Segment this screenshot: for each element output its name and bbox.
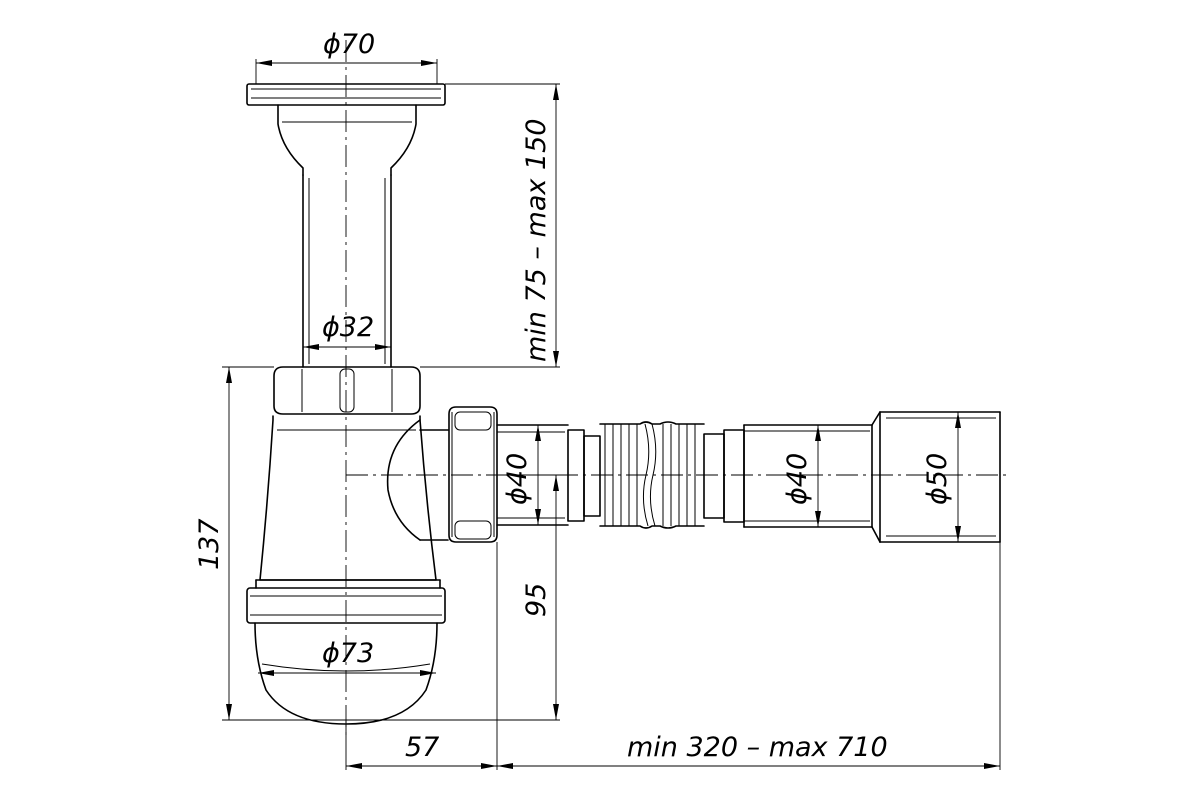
label-hose-length: min 320 – max 710 [627, 732, 888, 763]
dim-riser [303, 344, 391, 350]
dim-bowl-dia [258, 670, 436, 676]
dim-top-flange [256, 60, 437, 66]
dim-total-height [226, 367, 232, 720]
label-end-dia: ϕ50 [922, 453, 953, 505]
dim-outlet-dia [535, 425, 541, 525]
union-nut [273, 366, 421, 415]
bottle-body [255, 415, 449, 589]
end-socket [871, 411, 1001, 543]
dim-end-dia [955, 412, 961, 542]
outlet-pipe [496, 424, 601, 526]
dim-outlet-height [553, 475, 559, 720]
label-top-flange-dia: ϕ70 [323, 29, 375, 60]
extension-lines [222, 59, 1001, 770]
label-bowl-offset: 57 [405, 732, 439, 763]
label-riser-dia: ϕ32 [322, 312, 374, 343]
label-total-height: 137 [194, 518, 225, 570]
outlet-nut [448, 406, 498, 543]
hose-end-fittings [703, 424, 873, 528]
dim-riser-height [553, 84, 559, 367]
label-hose-dia: ϕ40 [782, 453, 813, 505]
center-lines [345, 40, 1010, 740]
dim-hose-length [497, 763, 1000, 769]
label-riser-height: min 75 – max 150 [521, 119, 552, 362]
label-bowl-dia: ϕ73 [322, 638, 374, 669]
label-outlet-height: 95 [521, 583, 552, 617]
dim-bowl-offset [346, 763, 497, 769]
riser-pipe [302, 174, 392, 368]
dim-hose-dia [815, 425, 821, 527]
label-outlet-dia: ϕ40 [502, 453, 533, 505]
